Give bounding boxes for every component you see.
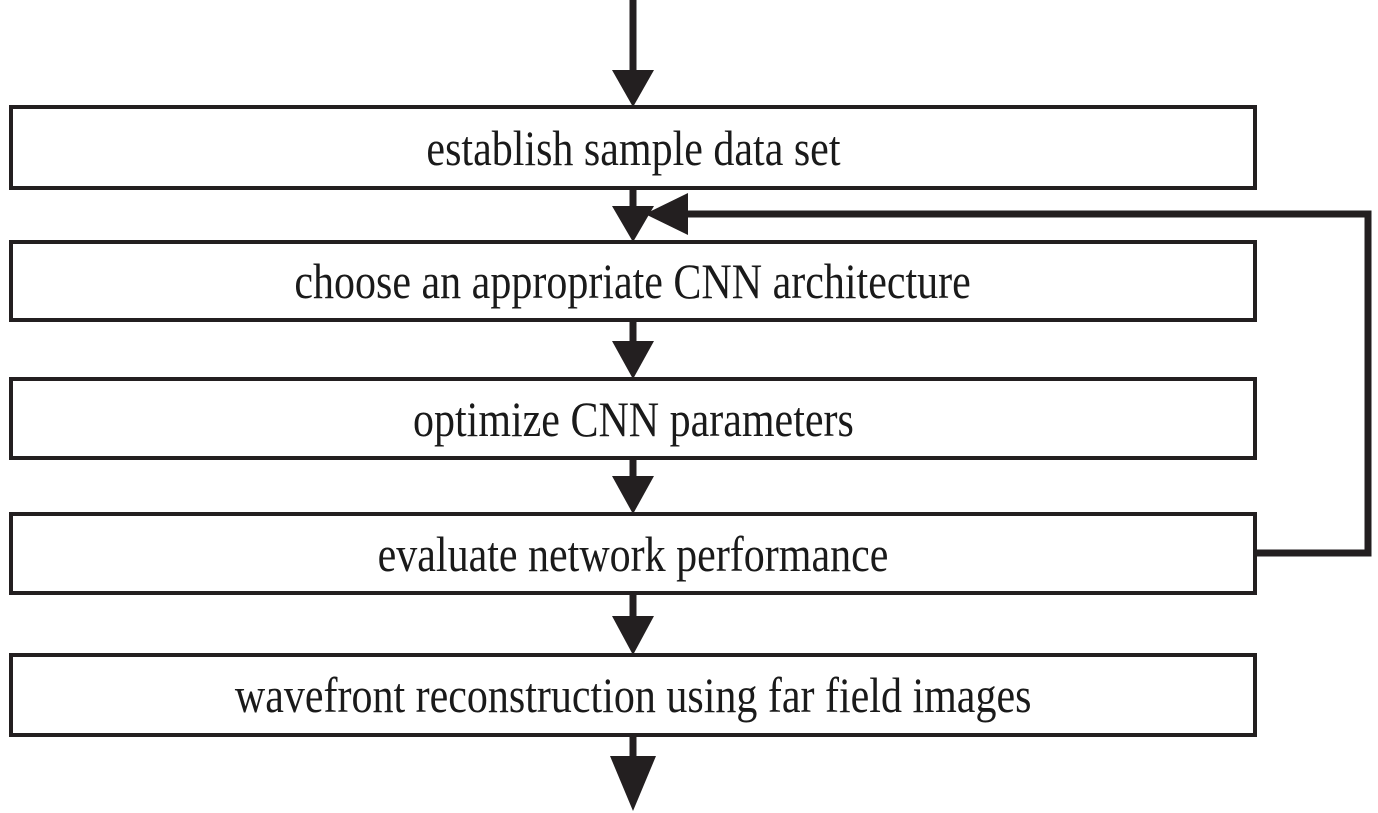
- node-label-evaluate-network-performance: evaluate network performance: [377, 525, 889, 582]
- edge-choose-to-optimize: [612, 322, 654, 379]
- entry-arrow: [612, 0, 654, 107]
- edge-establish-to-choose: [612, 190, 654, 242]
- node-label-establish-sample-data-set: establish sample data set: [425, 119, 841, 176]
- node-choose-cnn-architecture[interactable]: choose an appropriate CNN architecture: [9, 240, 1257, 322]
- node-evaluate-network-performance[interactable]: evaluate network performance: [9, 512, 1257, 595]
- node-label-wavefront-reconstruction: wavefront reconstruction using far field…: [234, 667, 1032, 723]
- edge-evaluate-to-wavefront: [612, 595, 654, 655]
- node-label-choose-cnn-architecture: choose an appropriate CNN architecture: [294, 253, 972, 309]
- node-wavefront-reconstruction[interactable]: wavefront reconstruction using far field…: [9, 653, 1257, 737]
- exit-arrow: [610, 737, 656, 811]
- node-label-optimize-cnn-parameters: optimize CNN parameters: [412, 390, 854, 447]
- node-optimize-cnn-parameters[interactable]: optimize CNN parameters: [9, 377, 1257, 460]
- node-establish-sample-data-set[interactable]: establish sample data set: [9, 105, 1257, 190]
- edge-optimize-to-evaluate: [612, 460, 654, 514]
